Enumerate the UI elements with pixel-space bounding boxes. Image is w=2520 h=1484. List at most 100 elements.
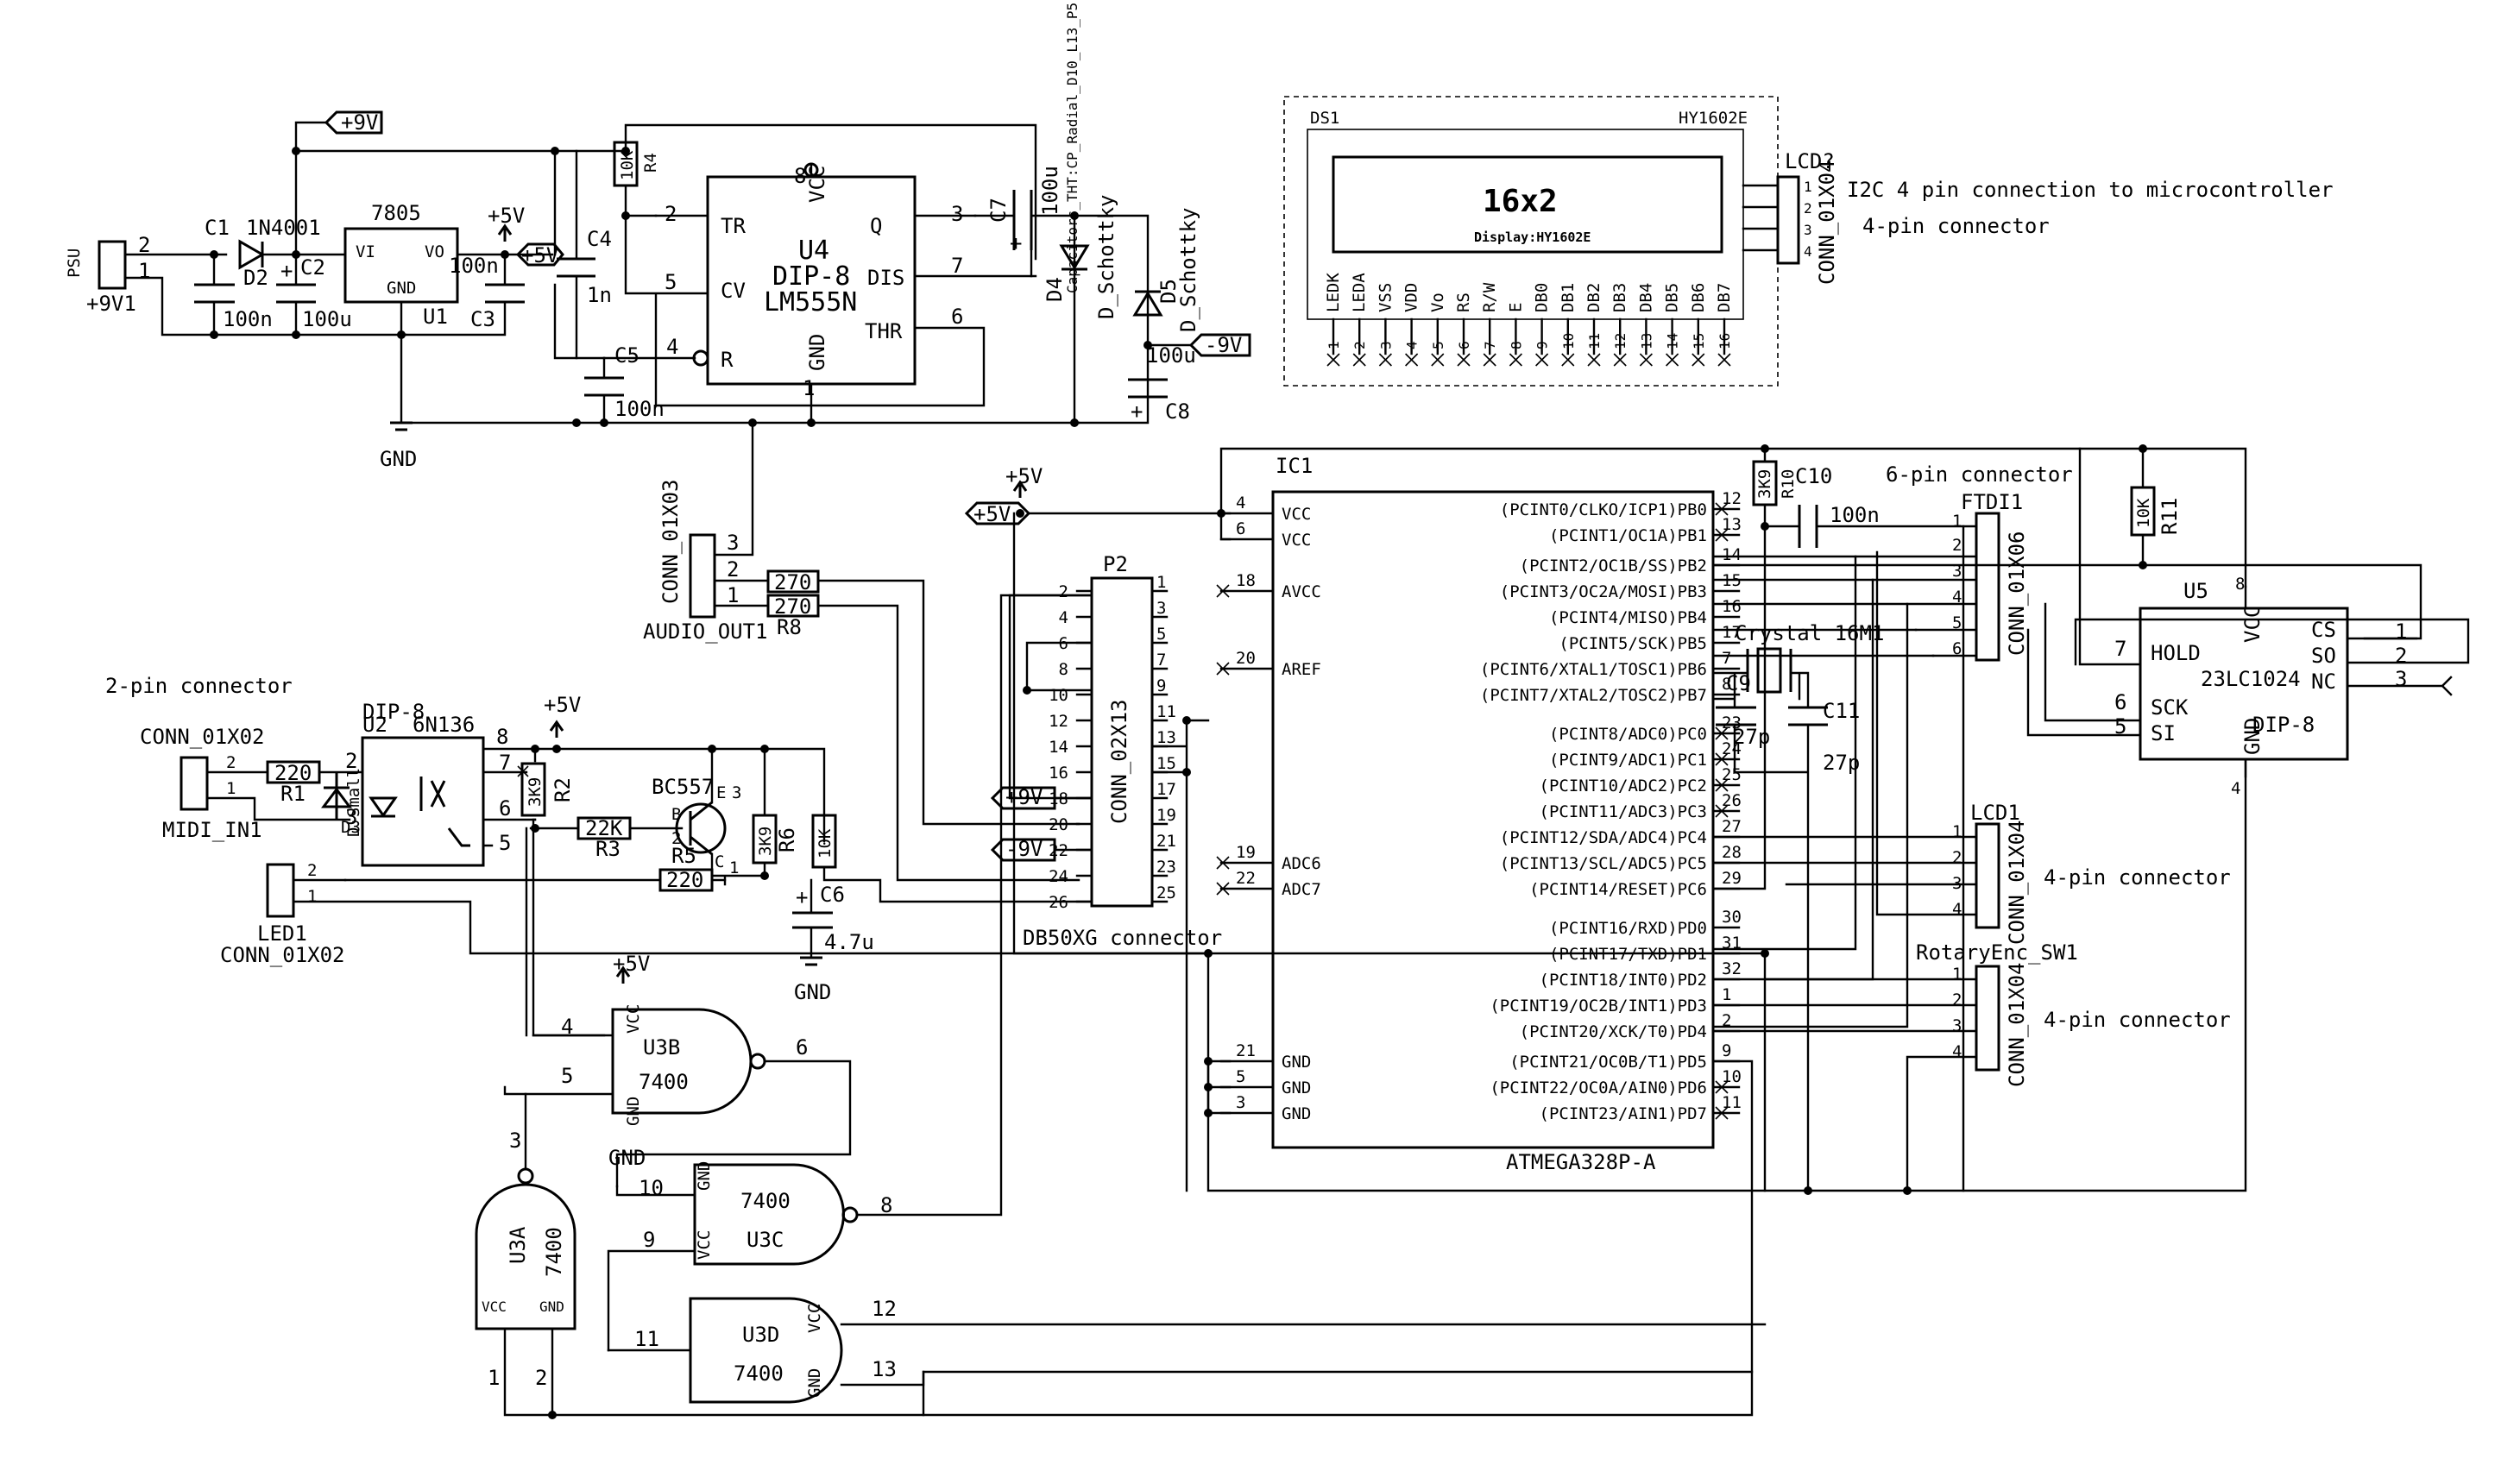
- ds1-pin-number: 1: [1326, 341, 1342, 349]
- ds1-pin-number: 9: [1534, 341, 1551, 349]
- ftdi-note: 6-pin connector: [1886, 462, 2073, 487]
- p9v-wire: [294, 121, 328, 256]
- ic1-right-pin-name: (PCINT21/OC0B/T1)PD5: [1509, 1053, 1707, 1072]
- u2-pin-wires: [482, 747, 537, 847]
- ic1-nc-mark: [1715, 1106, 1729, 1120]
- d1-value: 1N4001: [246, 216, 321, 240]
- lcd2-note1: I2C 4 pin connection to microcontroller: [1847, 178, 2334, 202]
- p2-connector: [1090, 576, 1154, 908]
- ds1-nc-mark: [1378, 353, 1392, 367]
- ds1-pin-number: 14: [1665, 333, 1681, 349]
- c9-value: 27p: [1733, 725, 1770, 749]
- c9-c11-wires: [1733, 723, 1810, 1192]
- u4-r: R: [721, 348, 734, 372]
- u3d-vcc-label: VCC: [805, 1304, 824, 1333]
- u3c-pin10: 10: [639, 1176, 664, 1200]
- ic1-left-pin-number: 3: [1236, 1093, 1245, 1112]
- atmega-section: IC1 ATMEGA328P-A 4VCC6VCC18AVCC20AREF19A…: [964, 444, 2247, 1195]
- psu-pin2: 2: [138, 233, 150, 257]
- c4-ref: C4: [587, 227, 612, 251]
- ic1-nc-mark: [1715, 752, 1729, 766]
- q1-c: C: [715, 852, 724, 871]
- lcd1-wires: [1711, 550, 1978, 916]
- ic1-right-pin-number: 14: [1722, 545, 1742, 564]
- c6-value: 4.7u: [824, 930, 874, 954]
- u5-pin8: 8: [2235, 575, 2245, 594]
- p5v-label-u3b: +5V: [613, 952, 650, 976]
- ic1-nc-mark: [1216, 882, 1230, 896]
- u5-pin4: 4: [2231, 779, 2240, 798]
- u5-pkg: DIP-8: [2252, 713, 2315, 737]
- q1-legs: [689, 801, 713, 856]
- ic1-right-pin-number: 32: [1722, 959, 1742, 978]
- u3a-ref: U3A: [506, 1226, 530, 1264]
- u5-ref: U5: [2183, 579, 2208, 603]
- ds1-pin-name: DB6: [1689, 283, 1708, 312]
- power-supply-section: PSU +9V1 2 1 1N4001 +9V C1 100n + C2 100…: [65, 110, 1080, 471]
- r7-value: 270: [774, 570, 811, 594]
- p5v-arrow-ic1: [1012, 480, 1028, 498]
- ic1-left-pin-name: ADC6: [1282, 854, 1321, 873]
- c1-ref: C1: [205, 216, 230, 240]
- p2-right-pin-number: 25: [1156, 883, 1176, 902]
- rotary-pin2: 2: [1952, 990, 1962, 1009]
- p2-right-pin-number: 7: [1156, 651, 1166, 670]
- midi-pin1: 1: [226, 779, 236, 798]
- ic1-left-pins: 4VCC6VCC18AVCC20AREF19ADC622ADC721GND5GN…: [1216, 494, 1321, 1123]
- ftdi-pin-num: 2: [1952, 536, 1962, 555]
- c7-plates: [1012, 190, 1033, 250]
- q1-b: B: [671, 805, 681, 824]
- ds1-screen: [1332, 155, 1723, 254]
- ds1-pins: LEDK1LEDA2VSS3VDD4Vo5RS6R/W7E8DB09DB110D…: [1324, 273, 1734, 367]
- ic1-left-pin-name: GND: [1282, 1078, 1311, 1097]
- u2-optocoupler: [361, 736, 485, 867]
- p5v-label-1: +5V: [488, 204, 525, 228]
- c5-plates: [584, 376, 624, 397]
- midi-ref: MIDI_IN1: [162, 818, 262, 842]
- ds1-pin-number: 13: [1638, 333, 1654, 349]
- ds1-nc-mark: [1405, 353, 1419, 367]
- u4-cv: CV: [721, 279, 746, 303]
- u3d-pin13: 13: [872, 1357, 897, 1381]
- u3d-pin12: 12: [872, 1297, 897, 1321]
- u3a-gnd-label: GND: [539, 1298, 564, 1315]
- u4-ref: U4: [798, 236, 829, 266]
- r4-ref: R4: [641, 153, 660, 173]
- q1-e: E: [716, 783, 726, 802]
- u3a-wires: [503, 1092, 925, 1417]
- u4-pkg: DIP-8: [772, 261, 850, 292]
- ic1-right-pin-number: 16: [1722, 597, 1742, 616]
- d5-diode: [1132, 290, 1163, 317]
- q1-transistor: [675, 802, 727, 854]
- ds1-pin-name: VSS: [1376, 283, 1395, 312]
- ds1-pin-name: DB2: [1584, 283, 1603, 312]
- ic1-left-pin-number: 5: [1236, 1067, 1245, 1086]
- gnd-label-1: GND: [380, 447, 417, 471]
- p5v-label-ic1: +5V: [973, 502, 1011, 526]
- u2-value: 6N136: [413, 713, 475, 737]
- ic1-right-pin-number: 1: [1722, 985, 1731, 1004]
- m9v-label: -9V: [1205, 333, 1242, 357]
- c3-value: 100n: [449, 254, 499, 278]
- lcd-display-section: 16x2 Display:HY1602E DS1 HY1602E LEDK1LE…: [1283, 96, 2334, 387]
- c9-ref: C9: [1726, 671, 1751, 695]
- ic1-right-pin-number: 31: [1722, 934, 1742, 953]
- c10-plates: [1798, 505, 1818, 548]
- ic1-nc-mark: [1216, 856, 1230, 870]
- u1-ref: U1: [423, 305, 448, 329]
- rotary-value: CONN_01X04: [2005, 963, 2029, 1088]
- r5-value: 220: [666, 868, 703, 892]
- ds1-pin-name: DB7: [1715, 283, 1734, 312]
- ds1-screen-sub: Display:HY1602E: [1474, 230, 1591, 245]
- r10-ref: R10: [1779, 469, 1798, 499]
- c11-value: 27p: [1823, 751, 1860, 775]
- u3a-pin3: 3: [509, 1129, 521, 1153]
- ic1-nc-mark: [1715, 778, 1729, 792]
- ftdi-wires: [1854, 525, 1978, 1192]
- ic1-right-pin-name: (PCINT23/AIN1)PD7: [1540, 1104, 1707, 1123]
- u5-wires: [2026, 447, 2470, 778]
- c8-ref: C8: [1165, 399, 1190, 424]
- ic1-right-pin-name: (PCINT19/OC2B/INT1)PD3: [1490, 997, 1707, 1016]
- ds1-nc-mark: [1457, 353, 1471, 367]
- u4-pin5: 5: [665, 270, 677, 294]
